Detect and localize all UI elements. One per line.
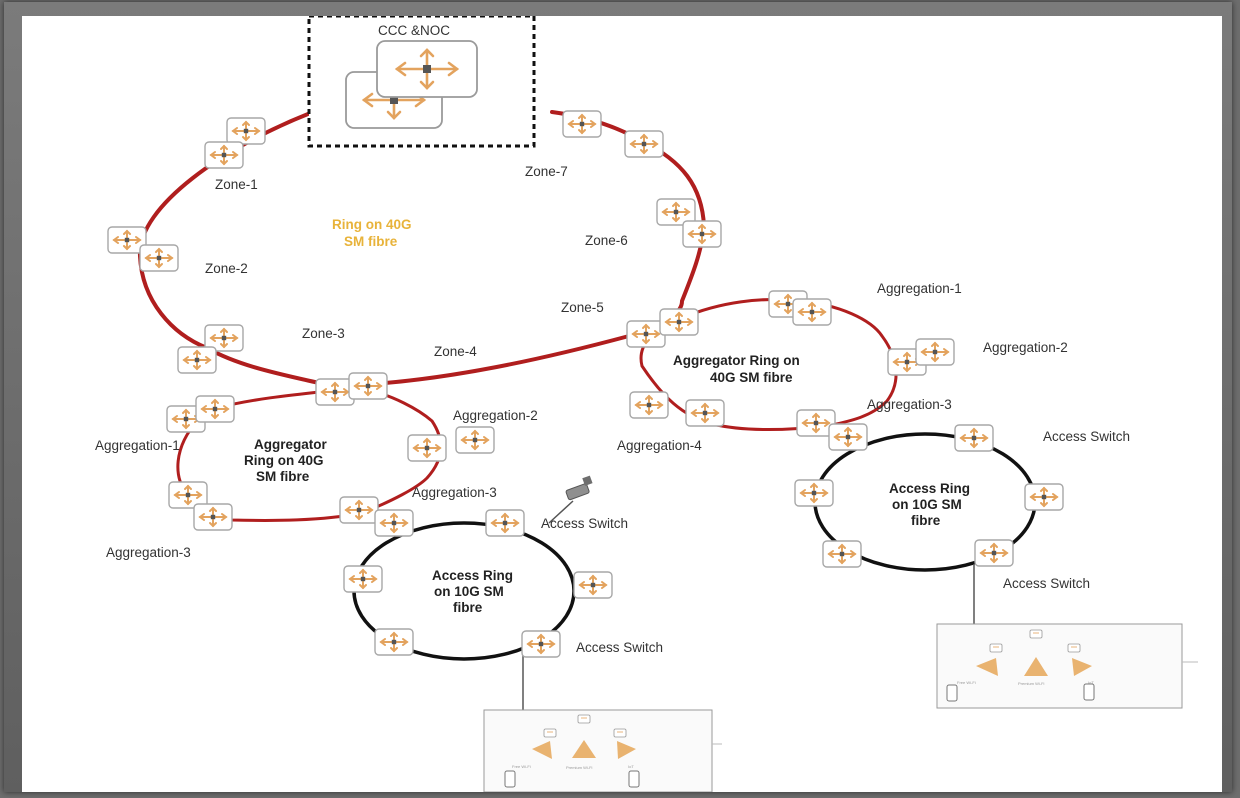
wifi-access-point-icon [613, 728, 627, 738]
left-aggregator-label: SM fibre [256, 469, 310, 484]
switch-icon [177, 346, 217, 374]
switch-icon [685, 399, 725, 427]
right-wifi-panel: Free Wi-Fi Premium Wi-Fi IoT [936, 623, 1198, 709]
wifi-beam [1072, 658, 1092, 676]
wifi-access-point-icon [577, 714, 591, 724]
wifi-access-point-icon [543, 728, 557, 738]
left-access-ring-label: on 10G SM [434, 584, 504, 599]
switch-icon [792, 298, 832, 326]
zone-label: Zone-5 [561, 300, 604, 315]
aggregation-label: Aggregation-3 [867, 397, 952, 412]
aggregation-label: Aggregation-4 [617, 438, 702, 453]
aggregation-label: Aggregation-2 [453, 408, 538, 423]
wifi-beam [976, 658, 998, 676]
switch-icon [374, 509, 414, 537]
switch-icon [573, 571, 613, 599]
aggregation-label: Aggregation-3 [106, 545, 191, 560]
right-aggregator-label: Aggregator Ring on [673, 353, 800, 368]
wifi-beam [1024, 657, 1048, 676]
left-access-ring-label: Access Ring [432, 568, 513, 583]
switch-icon [315, 378, 355, 406]
switch-icon [794, 479, 834, 507]
core-ring-label: SM fibre [344, 234, 398, 249]
noc-box: CCC &NOC [307, 16, 536, 148]
left-aggregator-label: Ring on 40G [244, 453, 324, 468]
wifi-beam [572, 740, 596, 758]
zone-label: Zone-1 [215, 177, 258, 192]
wifi-access-point-icon [1029, 629, 1043, 639]
phone-icon [628, 770, 640, 788]
switch-icon [407, 434, 447, 462]
switch-icon [828, 423, 868, 451]
switch-icon [629, 391, 669, 419]
switch-icon [226, 117, 266, 145]
switch-icon [659, 308, 699, 336]
phone-icon [946, 684, 958, 702]
wifi-access-point-icon [989, 643, 1003, 653]
right-access-ring-label: Access Ring [889, 481, 970, 496]
aggregation-label: Aggregation-2 [983, 340, 1068, 355]
iot-label: IoT [1088, 680, 1094, 685]
switch-icon [1024, 483, 1064, 511]
network-topology-diagram: CCC &NOC [95, 16, 1198, 792]
switch-icon [485, 509, 525, 537]
zone-label: Zone-7 [525, 164, 568, 179]
switch-icon [624, 130, 664, 158]
right-access-ring-label: on 10G SM [892, 497, 962, 512]
left-aggregator-label: Aggregator [254, 437, 328, 452]
switch-icon [626, 320, 666, 348]
zone-label: Zone-2 [205, 261, 248, 276]
switch-icon [139, 244, 179, 272]
core-ring-label: Ring on 40G [332, 217, 412, 232]
noc-label: CCC &NOC [378, 23, 450, 38]
switch-icons [107, 110, 1064, 658]
zone-label: Zone-6 [585, 233, 628, 248]
switch-icon [682, 220, 722, 248]
access-switch-label: Access Switch [576, 640, 663, 655]
switch-icon [915, 338, 955, 366]
left-wifi-panel: Free Wi-Fi Premium Wi-Fi IoT [483, 709, 722, 792]
aggregation-label: Aggregation-1 [877, 281, 962, 296]
premium-wifi-label: Premium Wi-Fi [1018, 681, 1045, 686]
switch-icon [204, 141, 244, 169]
access-switch-label: Access Switch [1003, 576, 1090, 591]
noc-switch-icon [376, 40, 478, 98]
zone-label: Zone-3 [302, 326, 345, 341]
iot-label: IoT [628, 764, 634, 769]
premium-wifi-label: Premium Wi-Fi [566, 765, 593, 770]
access-switch-label: Access Switch [1043, 429, 1130, 444]
zone-label: Zone-4 [434, 344, 477, 359]
camera-icon [548, 475, 593, 524]
wifi-beam [617, 741, 636, 759]
switch-icon [339, 496, 379, 524]
wifi-access-point-icon [1067, 643, 1081, 653]
phone-icon [1083, 683, 1095, 701]
switch-icon [343, 565, 383, 593]
switch-icon [193, 503, 233, 531]
image-frame: CCC &NOC [4, 2, 1232, 792]
right-aggregator-label: 40G SM fibre [710, 370, 793, 385]
left-access-ring-label: fibre [453, 600, 483, 615]
wifi-beam [532, 741, 552, 759]
switch-icon [974, 539, 1014, 567]
access-switch-label: Access Switch [541, 516, 628, 531]
switch-icon [374, 628, 414, 656]
switch-icon [562, 110, 602, 138]
switch-icon [822, 540, 862, 568]
switch-icon [455, 426, 495, 454]
aggregation-label: Aggregation-1 [95, 438, 180, 453]
free-wifi-label: Free Wi-Fi [512, 764, 531, 769]
diagram-canvas: CCC &NOC [22, 16, 1222, 792]
aggregation-label: Aggregation-3 [412, 485, 497, 500]
switch-icon [954, 424, 994, 452]
right-access-ring-label: fibre [911, 513, 941, 528]
free-wifi-label: Free Wi-Fi [957, 680, 976, 685]
switch-icon [521, 630, 561, 658]
phone-icon [504, 770, 516, 788]
switch-icon [195, 395, 235, 423]
switch-icon [348, 372, 388, 400]
